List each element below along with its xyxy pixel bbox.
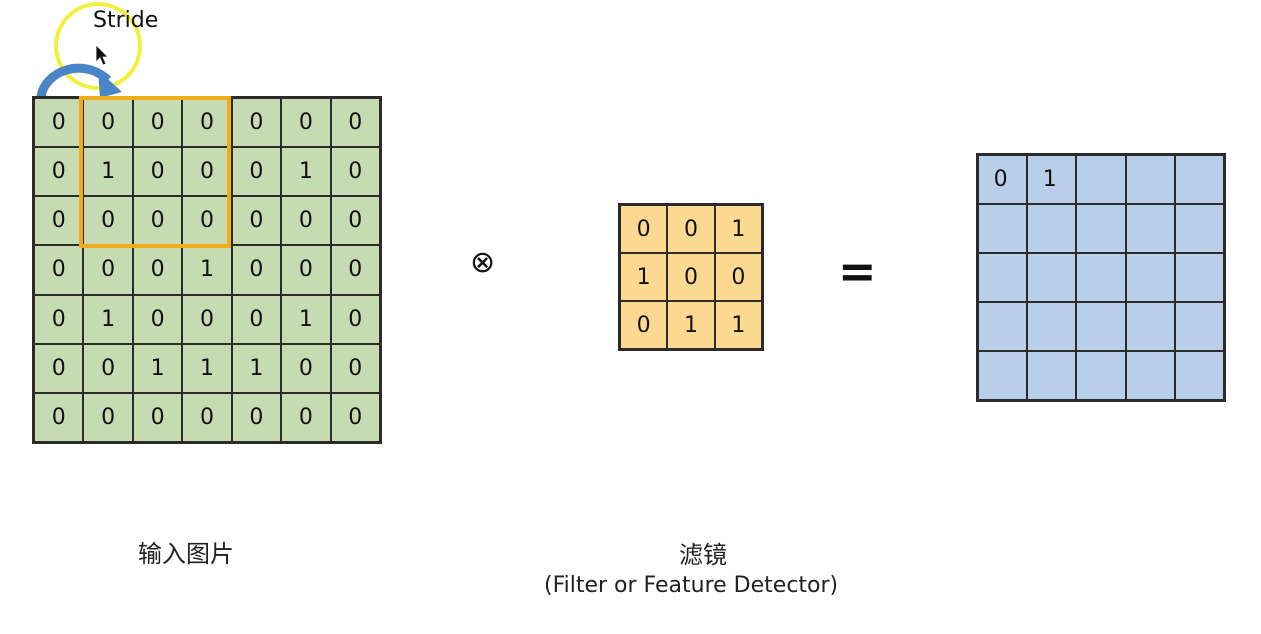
feature-map-cell	[1125, 302, 1175, 351]
feature-map-cell	[1076, 155, 1126, 204]
input-image-cell: 0	[132, 196, 183, 246]
input-image-cell: 0	[330, 98, 380, 148]
input-image-cell: 0	[83, 343, 133, 393]
filter-cell: 1	[714, 301, 762, 349]
filter-caption: 滤镜	[679, 541, 727, 569]
input-image-cell: 0	[83, 98, 133, 148]
input-image-cell: 0	[330, 294, 380, 344]
input-image-cell: 1	[182, 245, 232, 295]
filter-cell: 0	[714, 253, 762, 301]
input-image-cell: 0	[330, 196, 380, 246]
input-image-cell: 1	[231, 343, 282, 393]
input-image-cell: 0	[231, 294, 282, 344]
feature-map-cell: 0	[978, 155, 1028, 204]
stride-label: Stride	[93, 8, 159, 33]
curved-arrow-icon	[36, 63, 112, 99]
feature-map-cell	[1174, 253, 1224, 302]
input-image-cell: 0	[281, 98, 331, 148]
feature-map-cell	[1125, 253, 1175, 302]
input-image-cell: 0	[281, 196, 331, 246]
feature-map-cell	[1125, 204, 1175, 253]
input-image-cell: 0	[34, 343, 84, 393]
input-image-cell: 1	[281, 147, 331, 197]
input-image-cell: 0	[132, 294, 183, 344]
input-image-cell: 0	[330, 245, 380, 295]
input-image-cell: 0	[330, 392, 380, 442]
input-image-cell: 0	[132, 245, 183, 295]
input-image-cell: 0	[182, 98, 232, 148]
input-image-cell: 0	[281, 392, 331, 442]
feature-map-cell	[1125, 351, 1175, 400]
equals-sign: =	[838, 244, 877, 298]
input-image-cell: 1	[83, 147, 133, 197]
input-image-cell: 1	[281, 294, 331, 344]
input-image-caption: 输入图片	[138, 540, 234, 568]
filter-cell: 1	[667, 301, 715, 349]
input-image-cell: 1	[132, 343, 183, 393]
filter-cell: 1	[620, 253, 668, 301]
filter-cell: 0	[667, 253, 715, 301]
input-image-cell: 0	[34, 196, 84, 246]
input-image-cell: 0	[83, 392, 133, 442]
feature-map-cell	[1174, 155, 1224, 204]
feature-map-cell	[1174, 302, 1224, 351]
feature-map-cell	[1027, 351, 1077, 400]
feature-map-cell	[1027, 204, 1077, 253]
feature-map-cell	[978, 204, 1028, 253]
input-image-cell: 0	[330, 343, 380, 393]
feature-map-cell	[1076, 253, 1126, 302]
input-image-cell: 0	[330, 147, 380, 197]
filter-cell: 0	[667, 205, 715, 253]
feature-map-cell	[1174, 351, 1224, 400]
feature-map-cell	[1174, 204, 1224, 253]
feature-map-cell	[1076, 204, 1126, 253]
input-image-cell: 0	[83, 245, 133, 295]
filter-cell: 1	[714, 205, 762, 253]
input-image-cell: 0	[182, 196, 232, 246]
input-image-cell: 0	[231, 98, 282, 148]
input-image-cell: 0	[182, 294, 232, 344]
input-image-cell: 0	[231, 147, 282, 197]
feature-map-cell	[978, 253, 1028, 302]
feature-map-cell	[1027, 302, 1077, 351]
convolution-operator: ⊗	[470, 245, 496, 280]
input-image-cell: 0	[34, 147, 84, 197]
feature-map-cell: 1	[1027, 155, 1077, 204]
input-image-cell: 0	[34, 98, 84, 148]
filter-subcaption: (Filter or Feature Detector)	[544, 573, 839, 598]
arrow-head-icon	[98, 70, 122, 98]
input-image-cell: 0	[281, 343, 331, 393]
feature-map-cell	[1125, 155, 1175, 204]
input-image-cell: 0	[34, 245, 84, 295]
input-image-cell: 0	[34, 294, 84, 344]
feature-map-cell	[1076, 302, 1126, 351]
feature-map-cell	[1027, 253, 1077, 302]
feature-map-cell	[1076, 351, 1126, 400]
input-image-cell: 0	[132, 147, 183, 197]
filter-cell: 0	[620, 301, 668, 349]
input-image-cell: 0	[182, 392, 232, 442]
feature-map-cell	[978, 302, 1028, 351]
input-image-cell: 0	[231, 196, 282, 246]
input-image-cell: 1	[182, 343, 232, 393]
feature-map-cell	[978, 351, 1028, 400]
input-image-cell: 0	[231, 392, 282, 442]
input-image-cell: 0	[231, 245, 282, 295]
input-image-cell: 0	[83, 196, 133, 246]
input-image-cell: 0	[34, 392, 84, 442]
filter-cell: 0	[620, 205, 668, 253]
input-image-cell: 0	[132, 98, 183, 148]
input-image-cell: 0	[182, 147, 232, 197]
input-image-cell: 1	[83, 294, 133, 344]
mouse-pointer-icon	[95, 44, 109, 66]
input-image-cell: 0	[132, 392, 183, 442]
input-image-cell: 0	[281, 245, 331, 295]
